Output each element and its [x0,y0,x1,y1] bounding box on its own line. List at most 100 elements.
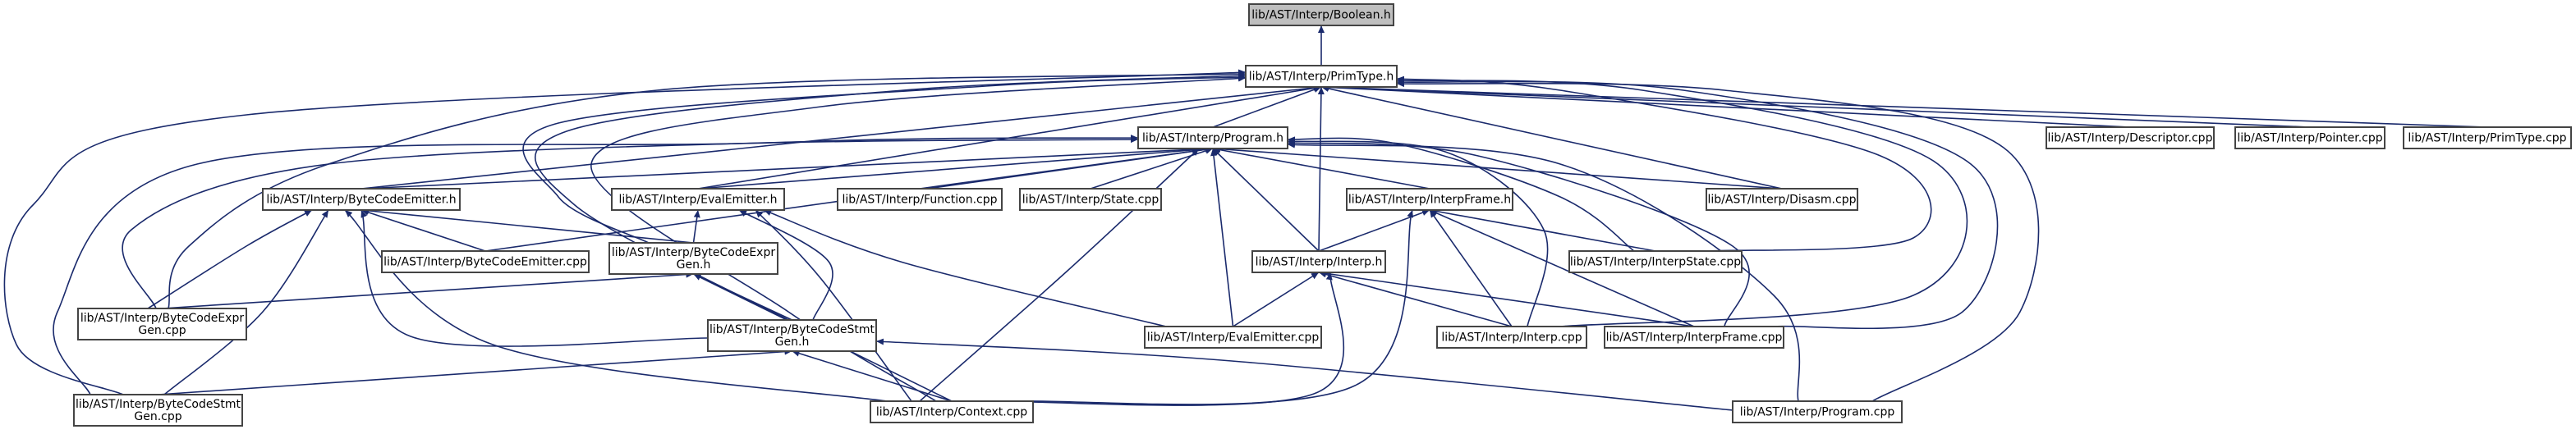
node-box-primtype_h[interactable] [1245,65,1398,88]
node-label-bytecodestmtgen_h-line-0: lib/AST/Interp/ByteCodeStmt [709,323,875,336]
edge-bytecodeemitter_h-to-primtype_h [360,84,1322,190]
node-box-interpframe_cpp[interactable] [1604,326,1784,349]
node-label-context_cpp-line-0: lib/AST/Interp/Context.cpp [876,406,1027,419]
node-label-program_h-line-0: lib/AST/Interp/Program.h [1142,132,1283,145]
edge-context_cpp-to-interpframe_h [1009,209,1414,405]
node-box-primtype_cpp[interactable] [2403,126,2572,149]
edge-interp_cpp-to-interp_h [1318,271,1513,327]
node-label-bytecodestmtgen_cpp-line-0: lib/AST/Interp/ByteCodeStmt [76,398,241,411]
edge-program_cpp-to-program_h [1287,141,1801,402]
node-bytecodeemitter_h[interactable]: lib/AST/Interp/ByteCodeEmitter.h [262,188,461,211]
node-box-interpstate_cpp[interactable] [1568,250,1743,273]
node-box-bytecodestmtgen_cpp[interactable] [73,394,243,427]
node-descriptor_cpp[interactable]: lib/AST/Interp/Descriptor.cpp [2046,126,2215,149]
node-label-program_cpp-line-0: lib/AST/Interp/Program.cpp [1740,406,1895,419]
node-label-boolean_h-line-0: lib/AST/Interp/Boolean.h [1251,9,1391,22]
node-evalemitter_h[interactable]: lib/AST/Interp/EvalEmitter.h [611,188,785,211]
node-box-evalemitter_h[interactable] [611,188,785,211]
edge-evalemitter_cpp-to-evalemitter_h [763,209,1167,327]
node-box-function_cpp[interactable] [837,188,1003,211]
edge-context_cpp-to-evalemitter_h [755,209,912,402]
node-label-bytecodestmtgen_cpp-line-1: Gen.cpp [134,410,181,423]
node-box-bytecodestmtgen_h[interactable] [707,319,877,352]
edge-bytecodestmtgen_cpp-to-bytecodeemitter_h [163,209,329,395]
node-interp_h[interactable]: lib/AST/Interp/Interp.h [1251,250,1386,273]
node-label-bytecodeemitter_cpp-line-0: lib/AST/Interp/ByteCodeEmitter.cpp [383,256,587,269]
node-primtype_h[interactable]: lib/AST/Interp/PrimType.h [1245,65,1398,88]
edge-interp_cpp-to-program_h [1287,138,1549,327]
node-box-program_h[interactable] [1137,126,1288,149]
node-interp_cpp[interactable]: lib/AST/Interp/Interp.cpp [1436,326,1587,349]
edge-program_cpp-to-bytecodestmtgen_h [875,338,1733,411]
edge-context_cpp-to-bytecodeemitter_h [344,209,888,402]
edge-interpstate_cpp-to-interpframe_h [1429,208,1656,252]
node-box-boolean_h[interactable] [1248,3,1394,26]
node-label-evalemitter_h-line-0: lib/AST/Interp/EvalEmitter.h [619,194,778,207]
node-label-descriptor_cpp-line-0: lib/AST/Interp/Descriptor.cpp [2048,132,2213,145]
node-program_h[interactable]: lib/AST/Interp/Program.h [1137,126,1288,149]
node-interpframe_cpp[interactable]: lib/AST/Interp/InterpFrame.cpp [1604,326,1784,349]
edge-interp_cpp-to-interpframe_h [1429,209,1513,327]
edge-primtype_cpp-to-primtype_h [1320,84,2488,128]
node-label-interp_cpp-line-0: lib/AST/Interp/Interp.cpp [1441,331,1582,345]
node-box-bytecodeemitter_cpp[interactable] [381,250,590,273]
node-box-context_cpp[interactable] [870,400,1034,423]
node-bytecodeemitter_cpp[interactable]: lib/AST/Interp/ByteCodeEmitter.cpp [381,250,590,273]
node-label-bytecodeexprgen_h-line-0: lib/AST/Interp/ByteCodeExpr [612,246,775,259]
node-function_cpp[interactable]: lib/AST/Interp/Function.cpp [837,188,1003,211]
node-box-pointer_cpp[interactable] [2234,126,2385,149]
node-pointer_cpp[interactable]: lib/AST/Interp/Pointer.cpp [2234,126,2385,149]
node-label-bytecodeexprgen_h-line-1: Gen.h [677,258,711,272]
edge-bytecodestmtgen_h-to-bytecodeemitter_h [360,209,709,347]
node-box-state_cpp[interactable] [1019,188,1162,211]
edge-interpframe_cpp-to-program_h [1287,139,1750,327]
edge-bytecodestmtgen_h-to-evalemitter_h [738,209,833,321]
node-box-interpframe_h[interactable] [1346,188,1513,211]
node-box-interp_cpp[interactable] [1436,326,1587,349]
node-box-bytecodeexprgen_cpp[interactable] [77,308,247,340]
node-label-interpframe_h-line-0: lib/AST/Interp/InterpFrame.h [1348,194,1511,207]
node-label-interpstate_cpp-line-0: lib/AST/Interp/InterpState.cpp [1570,256,1741,269]
node-label-interpframe_cpp-line-0: lib/AST/Interp/InterpFrame.cpp [1606,331,1783,345]
node-label-bytecodeexprgen_cpp-line-1: Gen.cpp [138,324,186,337]
edge-bytecodeexprgen_cpp-to-bytecodeemitter_h [147,209,313,309]
edge-pointer_cpp-to-primtype_h [1320,84,2311,128]
edge-interpframe_cpp-to-interpframe_h [1429,209,1695,327]
node-boolean_h[interactable]: lib/AST/Interp/Boolean.h [1248,3,1394,26]
node-box-bytecodeemitter_h[interactable] [262,188,461,211]
node-evalemitter_cpp[interactable]: lib/AST/Interp/EvalEmitter.cpp [1144,326,1322,349]
edge-bytecodeexprgen_cpp-to-bytecodeexprgen_h [162,271,694,309]
node-label-primtype_h-line-0: lib/AST/Interp/PrimType.h [1249,71,1394,84]
node-disasm_cpp[interactable]: lib/AST/Interp/Disasm.cpp [1706,188,1858,211]
node-interpstate_cpp[interactable]: lib/AST/Interp/InterpState.cpp [1568,250,1743,273]
edge-bytecodeemitter_cpp-to-bytecodeemitter_h [360,209,486,252]
node-box-descriptor_cpp[interactable] [2046,126,2215,149]
edge-interpframe_cpp-to-interp_h [1318,270,1695,327]
edges-layer [3,25,2488,411]
edge-bytecodeexprgen_cpp-to-program_h [122,135,1139,309]
edge-state_cpp-to-program_h [1090,148,1214,190]
edge-context_cpp-to-interp_h [985,272,1345,406]
edge-interp_h-to-interpframe_h [1318,209,1430,252]
edge-bytecodeexprgen_h-to-bytecodeemitter_h [360,207,694,244]
node-primtype_cpp[interactable]: lib/AST/Interp/PrimType.cpp [2403,126,2572,149]
edge-interpframe_h-to-program_h [1212,146,1430,190]
node-box-bytecodeexprgen_h[interactable] [608,242,778,275]
node-state_cpp[interactable]: lib/AST/Interp/State.cpp [1019,188,1162,211]
edge-bytecodestmtgen_cpp-to-program_h [53,136,1139,395]
edge-program_h-to-primtype_h [1212,86,1322,128]
node-label-state_cpp-line-0: lib/AST/Interp/State.cpp [1022,194,1159,207]
edge-interp_h-to-program_h [1212,148,1320,252]
node-context_cpp[interactable]: lib/AST/Interp/Context.cpp [870,400,1034,423]
node-box-program_cpp[interactable] [1732,400,1903,423]
node-box-interp_h[interactable] [1251,250,1386,273]
node-program_cpp[interactable]: lib/AST/Interp/Program.cpp [1732,400,1903,423]
node-interpframe_h[interactable]: lib/AST/Interp/InterpFrame.h [1346,188,1513,211]
node-box-evalemitter_cpp[interactable] [1144,326,1322,349]
node-box-disasm_cpp[interactable] [1706,188,1858,211]
